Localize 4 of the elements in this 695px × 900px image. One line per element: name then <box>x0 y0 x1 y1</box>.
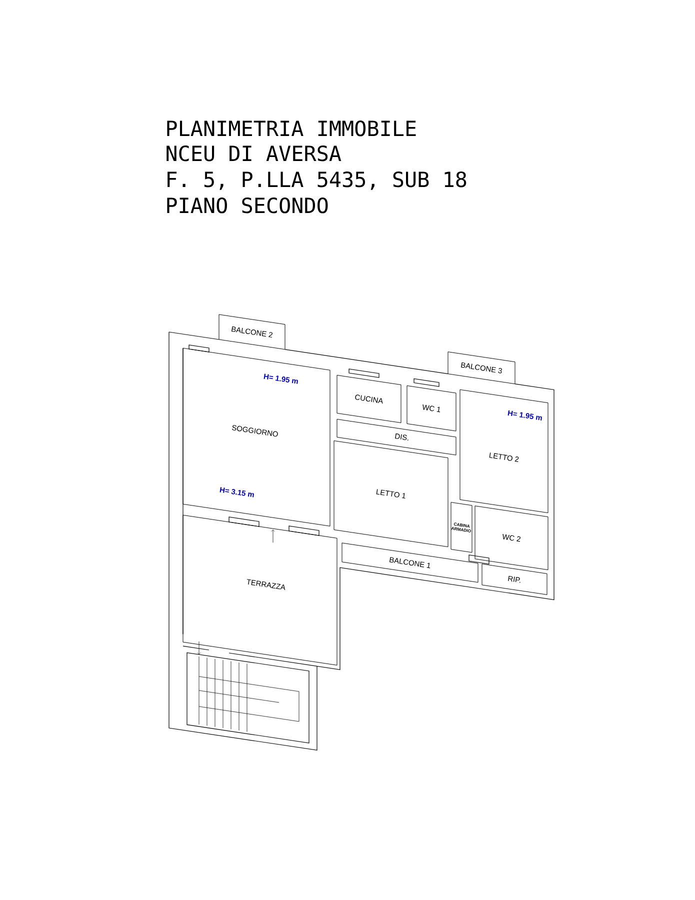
title-line: PIANO SECONDO <box>167 197 328 214</box>
title-line: NCEU DI AVERSA <box>166 145 342 162</box>
title-line: F. 5, P.LLA 5435, SUB 18 <box>168 171 466 190</box>
title-line: PLANIMETRIA IMMOBILE <box>167 120 416 136</box>
